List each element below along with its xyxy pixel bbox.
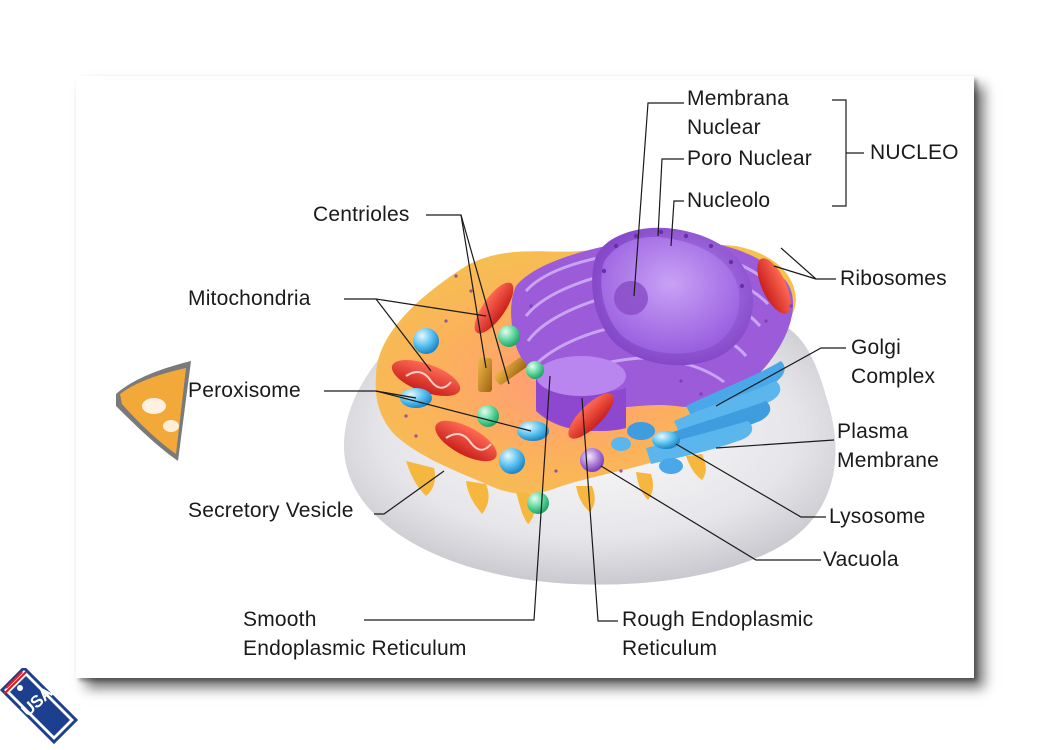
diagram-poster: Membrana Nuclear Poro Nuclear Nucleolo N… — [76, 76, 974, 678]
ribosomes — [404, 274, 793, 473]
label-nucleolo: Nucleolo — [687, 189, 771, 212]
label-secretory-vesicle: Secretory Vesicle — [188, 499, 354, 522]
label-nucleo: NUCLEO — [870, 141, 959, 164]
animal-cell-illustration — [116, 99, 864, 622]
peroxisomes — [400, 388, 680, 449]
nucleolus — [614, 281, 648, 315]
leader-lines — [324, 99, 864, 622]
centrioles — [478, 357, 527, 392]
label-peroxisome: Peroxisome — [188, 379, 301, 402]
usa-badge-icon — [0, 668, 79, 745]
vesicles — [413, 325, 549, 514]
label-centrioles: Centrioles — [313, 203, 410, 226]
lysosome — [580, 448, 604, 472]
label-rough-er: Rough Endoplasmic Reticulum — [622, 608, 814, 660]
label-smooth-er: Smooth Endoplasmic Reticulum — [243, 608, 467, 660]
neighbor-cell-fragment — [116, 361, 191, 461]
mitochondria — [391, 258, 791, 462]
label-vacuola: Vacuola — [823, 548, 899, 571]
golgi-complex — [611, 361, 785, 474]
label-ribosomes: Ribosomes — [840, 267, 947, 290]
label-plasma-membrane: Plasma Membrane — [837, 420, 939, 472]
label-mitochondria: Mitochondria — [188, 287, 311, 310]
label-membrana-nuclear: Membrana Nuclear — [687, 87, 789, 139]
label-lysosome: Lysosome — [829, 505, 926, 528]
label-poro-nuclear: Poro Nuclear — [687, 147, 812, 170]
label-golgi-complex: Golgi Complex — [851, 336, 936, 388]
